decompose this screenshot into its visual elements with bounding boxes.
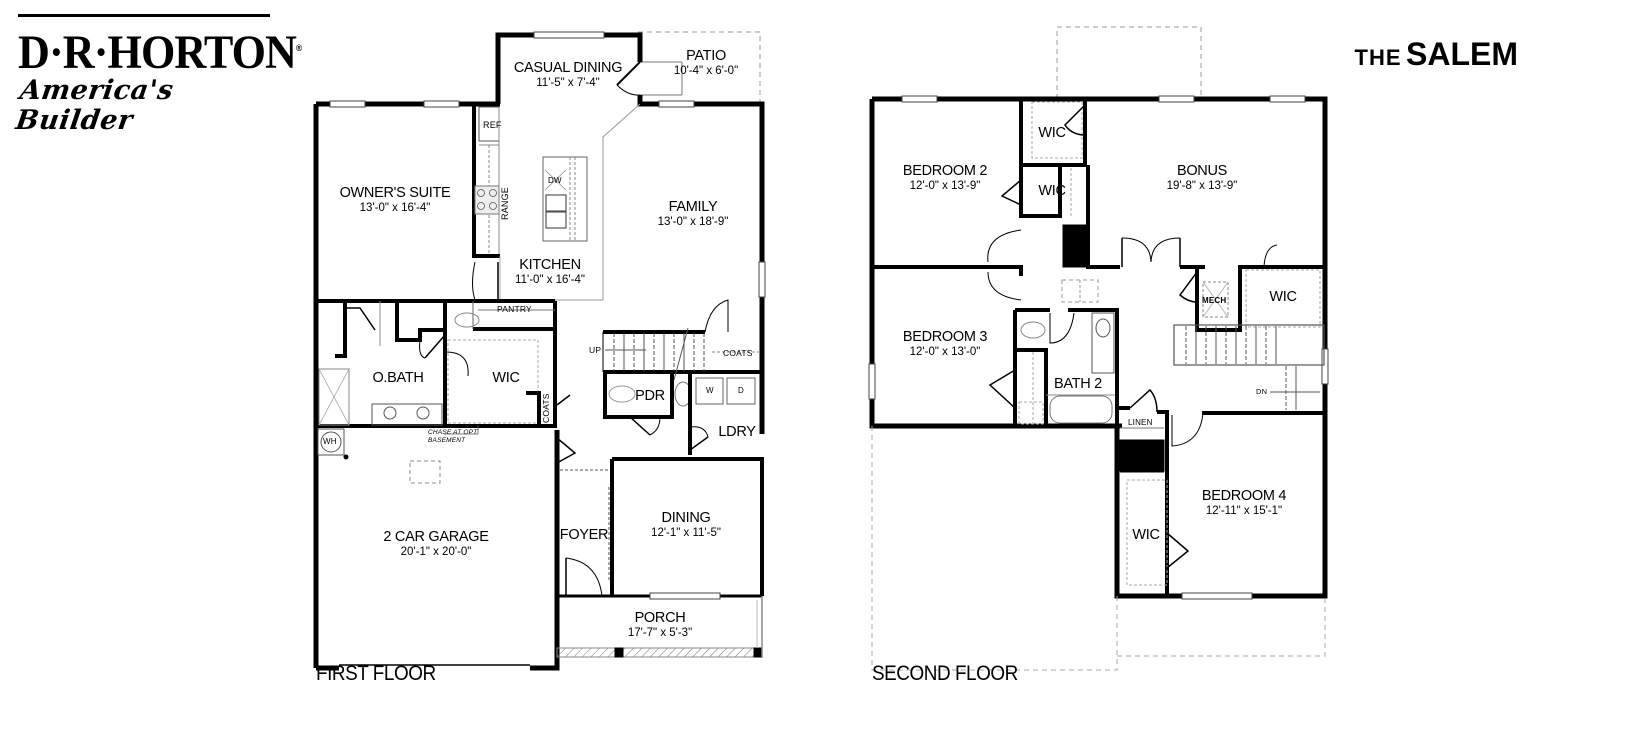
room-dims: 11'-5" x 7'-4" [536, 77, 600, 89]
room-kitchen: KITCHEN 11'-0" x 16'-4" [515, 257, 585, 287]
room-porch: PORCH 17'-7" x 5'-3" [628, 610, 692, 640]
fixture-dryer: D [738, 386, 744, 395]
room-dims: 12'-1" x 11'-5" [651, 527, 721, 539]
room-name: OWNER'S SUITE [339, 185, 451, 201]
room-name: LDRY [718, 424, 756, 440]
room-dims: 12'-0" x 13'-0" [909, 346, 981, 358]
fixture-coats-hall: COATS [723, 348, 753, 358]
room-foyer: FOYER [559, 527, 609, 544]
room-wic: WIC [492, 370, 520, 387]
room-dims: 19'-8" x 13'-9" [1166, 180, 1238, 192]
fixture-mech: MECH [1202, 296, 1227, 305]
room-name: BEDROOM 2 [902, 163, 988, 179]
chase-note-line2: BASEMENT [428, 437, 466, 444]
second-floor-plan [868, 26, 1329, 671]
fixture-ref: REF [483, 120, 502, 130]
room-bedroom-4: BEDROOM 4 12'-11" x 15'-1" [1201, 488, 1287, 518]
room-bedroom-2: BEDROOM 2 12'-0" x 13'-9" [902, 163, 988, 193]
room-name: O.BATH [372, 370, 424, 386]
fixture-range: RANGE [500, 186, 510, 220]
room-name: WIC [1038, 125, 1066, 141]
room-wic-bed2: WIC [1038, 183, 1066, 200]
room-wic-upper: WIC [1038, 125, 1066, 142]
fixture-linen: LINEN [1128, 418, 1153, 427]
room-dims: 13'-0" x 16'-4" [359, 202, 431, 214]
room-o-bath: O.BATH [372, 370, 423, 387]
room-bonus: BONUS 19'-8" x 13'-9" [1167, 163, 1238, 193]
room-family: FAMILY 13'-0" x 18'-9" [658, 199, 729, 229]
room-patio: PATIO 10'-4" x 6'-0" [674, 48, 738, 78]
room-dims: 13'-0" x 18'-9" [657, 216, 729, 228]
room-dims: 12'-0" x 13'-9" [909, 180, 981, 192]
room-name: 2 CAR GARAGE [383, 529, 489, 545]
room-name: BEDROOM 4 [1201, 488, 1287, 504]
brand-name: D·R·HORTON® [18, 26, 302, 79]
room-name: WIC [1038, 183, 1066, 199]
room-dims: 11'-0" x 16'-4" [515, 274, 585, 286]
fixture-pantry: PANTRY [497, 304, 532, 314]
room-wic-bonus: WIC [1269, 289, 1297, 306]
room-name: WIC [492, 370, 520, 386]
room-owners-suite: OWNER'S SUITE 13'-0" x 16'-4" [340, 185, 451, 215]
room-dims: 10'-4" x 6'-0" [673, 65, 739, 77]
room-pdr: PDR [635, 388, 665, 405]
room-name: PATIO [686, 48, 726, 64]
room-ldry: LDRY [718, 424, 756, 441]
room-name: PDR [635, 388, 665, 404]
chase-note-line1: CHASE AT OPT [428, 429, 478, 436]
fixture-coats-closet: COATS [541, 393, 551, 423]
room-wic-bed4: WIC [1132, 527, 1160, 544]
room-name: FAMILY [668, 199, 718, 215]
room-name: WIC [1269, 289, 1297, 305]
plan-title-name: SALEM [1406, 36, 1518, 72]
stair-down-label: DN [1256, 387, 1268, 396]
fixture-dishwasher: DW [548, 176, 562, 185]
room-dining: DINING 12'-1" x 11'-5" [651, 510, 721, 540]
fixture-water-heater: WH [323, 437, 337, 446]
room-name: FOYER [559, 527, 609, 543]
room-name: DINING [661, 510, 711, 526]
room-name: WIC [1132, 527, 1160, 543]
room-name: BEDROOM 3 [902, 329, 988, 345]
room-bath-2: BATH 2 [1054, 376, 1102, 393]
room-casual-dining: CASUAL DINING 11'-5" x 7'-4" [513, 60, 623, 90]
room-garage: 2 CAR GARAGE 20'-1" x 20'-0" [383, 529, 488, 559]
drhorton-logo: D·R·HORTON® America's Builder [14, 14, 302, 136]
room-name: CASUAL DINING [513, 60, 623, 76]
room-name: BONUS [1176, 163, 1228, 179]
fixture-washer: W [706, 386, 714, 395]
room-name: BATH 2 [1054, 376, 1102, 392]
first-floor-plan [313, 31, 766, 671]
stair-up-label: UP [589, 345, 602, 355]
first-floor-label: FIRST FLOOR [316, 662, 436, 685]
room-name: PORCH [634, 610, 686, 626]
plan-title-prefix: THE [1354, 45, 1402, 70]
plan-title: THE SALEM [1355, 36, 1518, 73]
second-floor-label: SECOND FLOOR [872, 662, 1018, 685]
room-dims: 17'-7" x 5'-3" [627, 627, 693, 639]
logo-rule [18, 14, 270, 17]
room-dims: 20'-1" x 20'-0" [400, 546, 472, 558]
room-name: KITCHEN [519, 257, 581, 273]
room-dims: 12'-11" x 15'-1" [1205, 505, 1283, 517]
room-bedroom-3: BEDROOM 3 12'-0" x 13'-0" [902, 329, 988, 359]
